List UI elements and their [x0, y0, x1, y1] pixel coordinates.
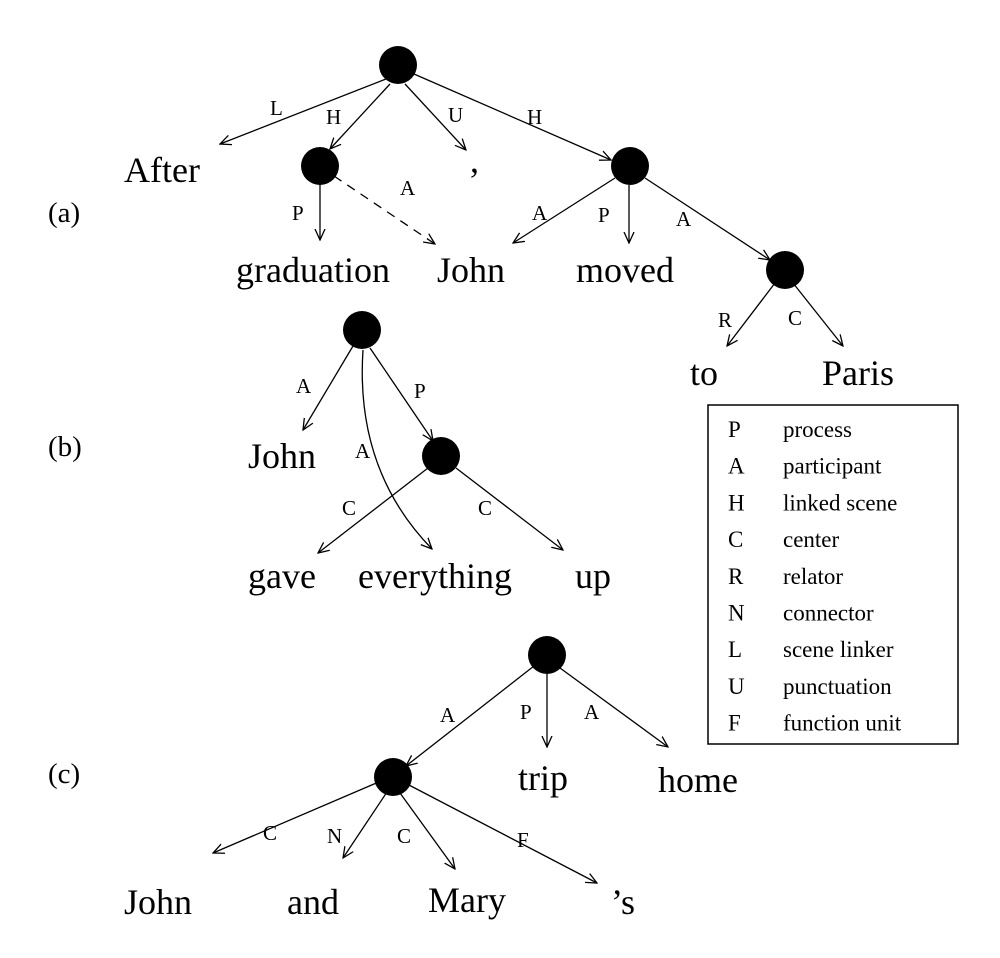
- edge-label-b-n1-up: C: [478, 496, 492, 520]
- edge-label-a-n1-graduation: P: [292, 201, 304, 225]
- edge-label-a-n2-john: A: [532, 201, 548, 225]
- edge-a-root-after: [220, 78, 387, 144]
- edge-label-a-n2-moved: P: [598, 203, 610, 227]
- edge-label-c-root-n1: A: [440, 703, 456, 727]
- edge-a-root-n1: [330, 83, 391, 149]
- edge-label-b-n1-gave: C: [342, 496, 356, 520]
- edge-b-root-john: [303, 345, 354, 430]
- edge-c-n1-s: [406, 783, 597, 883]
- word-b-gave: gave: [248, 556, 316, 596]
- edge-a-n2-n3: [644, 177, 770, 260]
- word-a-moved: moved: [576, 250, 674, 290]
- edge-label-b-root-john: A: [296, 374, 312, 398]
- word-b-everything: everything: [358, 556, 512, 596]
- legend-key-f: F: [728, 711, 741, 736]
- legend-box: [707, 404, 959, 745]
- node-c-root: [528, 636, 566, 674]
- edge-label-a-n3-to: R: [718, 308, 732, 332]
- edge-label-a-root-after: L: [270, 96, 283, 120]
- edge-label-c-n1-and: N: [327, 824, 342, 848]
- legend-desc-r: relator: [783, 564, 843, 589]
- word-b-up: up: [575, 556, 611, 596]
- legend-desc-f: function unit: [783, 711, 902, 736]
- edge-a-root-n2: [413, 73, 611, 160]
- edge-label-a-root-comma: U: [448, 103, 463, 127]
- node-a-n1: [301, 147, 339, 185]
- word-c-and: and: [287, 882, 339, 922]
- legend-key-r: R: [728, 564, 744, 589]
- word-c-home: home: [658, 760, 738, 800]
- edge-label-c-n1-john: C: [263, 821, 277, 845]
- word-a-comma: ,: [470, 140, 479, 180]
- node-a-n3: [766, 251, 804, 289]
- edge-a-root-comma: [404, 83, 466, 150]
- edge-b-n1-up: [455, 467, 563, 550]
- panel-label-c: (c): [48, 758, 80, 790]
- legend-desc-p: process: [783, 417, 852, 442]
- word-a-after: After: [124, 150, 200, 190]
- edge-label-a-root-n1: H: [326, 105, 341, 129]
- word-c-mary: Mary: [428, 880, 506, 920]
- edge-label-c-n1-mary: C: [397, 824, 411, 848]
- legend-desc-c: center: [783, 527, 840, 552]
- edge-c-root-home: [559, 667, 668, 747]
- panel-label-a: (a): [48, 197, 80, 229]
- legend-key-u: U: [728, 674, 745, 699]
- legend-key-c: C: [728, 527, 743, 552]
- node-b-root: [343, 311, 381, 349]
- edge-a-n3-to: [727, 282, 776, 346]
- legend-key-n: N: [728, 601, 745, 626]
- node-a-root: [379, 46, 417, 84]
- legend-desc-l: scene linker: [783, 637, 894, 662]
- legend-key-p: P: [728, 417, 741, 442]
- node-a-n2: [611, 147, 649, 185]
- word-c-john: John: [124, 882, 192, 922]
- edge-c-n1-mary: [399, 792, 455, 869]
- edge-label-a-n2-n3: A: [676, 207, 692, 231]
- edge-c-root-n1: [406, 665, 535, 766]
- legend-key-a: A: [728, 454, 745, 479]
- word-b-john: John: [248, 436, 316, 476]
- edge-b-n1-gave: [318, 467, 429, 553]
- panel-label-b: (b): [48, 431, 82, 463]
- edge-label-b-root-everything: A: [355, 439, 371, 463]
- word-a-paris: Paris: [822, 353, 894, 393]
- legend-key-h: H: [728, 490, 745, 515]
- edge-a-n3-paris: [792, 282, 843, 346]
- word-a-john: John: [437, 250, 505, 290]
- legend-desc-n: connector: [783, 601, 874, 626]
- legend-key-l: L: [728, 637, 742, 662]
- node-c-n1: [374, 758, 412, 796]
- edge-b-root-n1: [369, 347, 433, 441]
- node-b-n1: [422, 437, 460, 475]
- edge-label-c-root-home: A: [584, 700, 600, 724]
- edge-a-n1-john: [333, 175, 435, 244]
- edge-label-b-root-n1: P: [414, 379, 426, 403]
- legend-desc-a: participant: [783, 454, 882, 479]
- edge-label-a-root-n2: H: [527, 105, 542, 129]
- edge-label-a-n1-john: A: [400, 176, 416, 200]
- word-c-s: ’s: [611, 882, 635, 922]
- edge-label-c-n1-s: F: [517, 828, 529, 852]
- edge-a-n2-john: [513, 177, 616, 243]
- edge-label-a-n3-paris: C: [788, 306, 802, 330]
- word-c-trip: trip: [518, 758, 568, 798]
- word-a-to: to: [690, 353, 718, 393]
- edge-b-root-everything: [361, 349, 432, 549]
- word-a-graduation: graduation: [236, 250, 390, 290]
- edge-c-n1-john: [213, 780, 382, 853]
- edge-c-n1-and: [343, 791, 388, 858]
- legend-desc-h: linked scene: [783, 490, 897, 515]
- legend-desc-u: punctuation: [783, 674, 892, 699]
- edge-label-c-root-trip: P: [520, 700, 532, 724]
